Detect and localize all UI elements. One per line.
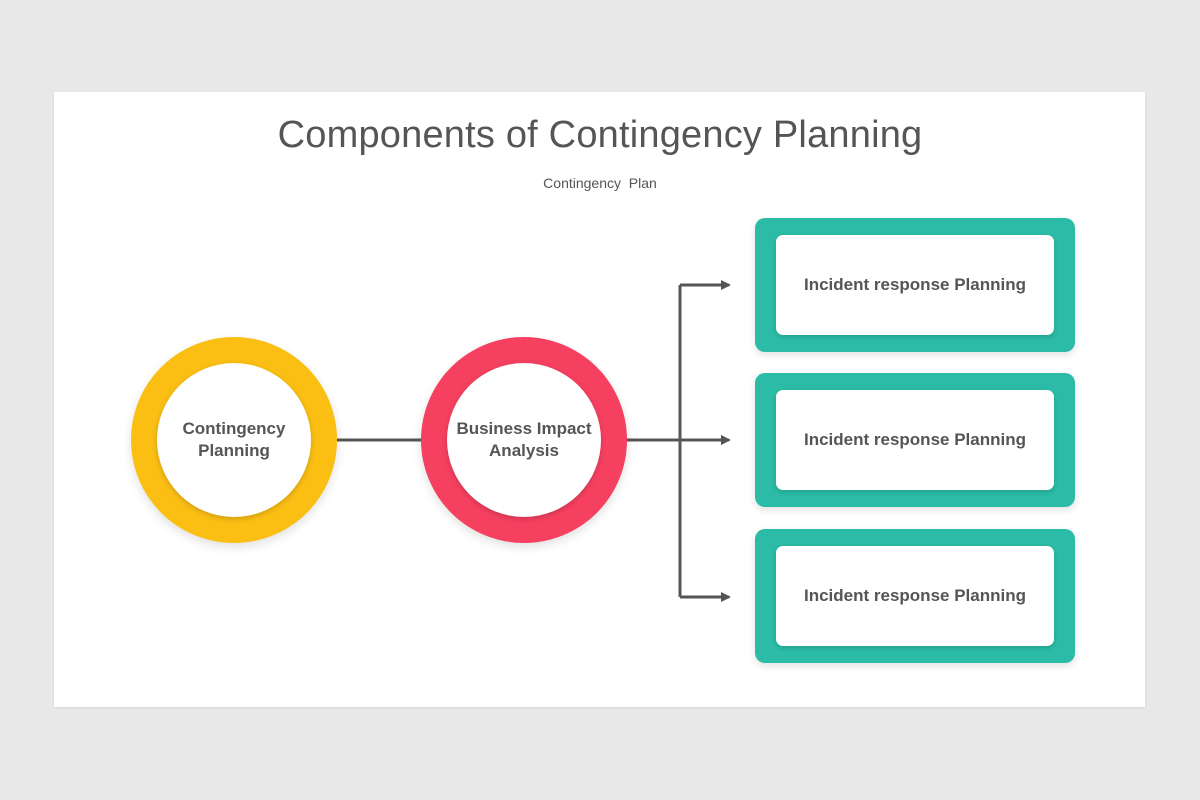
component-label-1: Incident response Planning bbox=[804, 275, 1026, 294]
contingency-planning-label-line2: Planning bbox=[198, 441, 270, 460]
component-box-1: Incident response Planning bbox=[755, 218, 1075, 352]
component-card-2: Incident response Planning bbox=[776, 390, 1054, 490]
business-impact-analysis-node: Business Impact Analysis bbox=[447, 363, 601, 517]
business-impact-analysis-label-line1: Business Impact bbox=[456, 419, 592, 438]
contingency-planning-ring: Contingency Planning bbox=[131, 337, 337, 543]
component-label-2: Incident response Planning bbox=[804, 430, 1026, 449]
contingency-planning-node: Contingency Planning bbox=[157, 363, 311, 517]
business-impact-analysis-ring: Business Impact Analysis bbox=[421, 337, 627, 543]
contingency-planning-label: Contingency Planning bbox=[159, 418, 309, 462]
contingency-planning-label-line1: Contingency bbox=[182, 419, 286, 438]
component-card-1: Incident response Planning bbox=[776, 235, 1054, 335]
component-box-3: Incident response Planning bbox=[755, 529, 1075, 663]
page-title: Components of Contingency Planning bbox=[277, 114, 923, 156]
business-impact-analysis-label: Business Impact Analysis bbox=[449, 418, 599, 462]
component-box-2: Incident response Planning bbox=[755, 373, 1075, 507]
component-label-3: Incident response Planning bbox=[804, 586, 1026, 605]
business-impact-analysis-label-line2: Analysis bbox=[489, 441, 559, 460]
page-subtitle: Contingency Plan bbox=[543, 175, 657, 191]
component-card-3: Incident response Planning bbox=[776, 546, 1054, 646]
